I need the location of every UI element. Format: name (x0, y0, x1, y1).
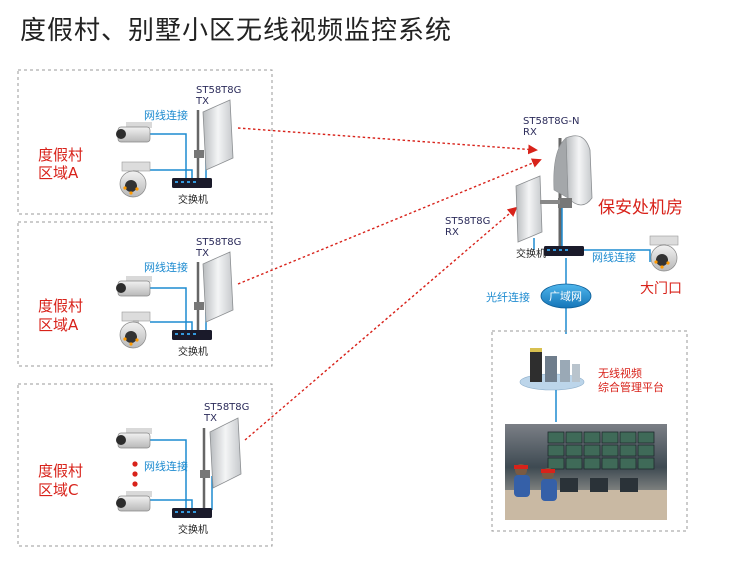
gate-label: 大门口 (640, 281, 682, 297)
center-link-label: 网线连接 (592, 250, 636, 264)
zone-2: 度假村 区域A ST58T8G TX 网线连接 (17, 221, 273, 367)
zone-2-link-label: 网线连接 (144, 260, 188, 274)
zone-2-switch-label: 交换机 (178, 345, 208, 358)
zone-3-device-model: ST58T8G (204, 402, 249, 413)
zone-1-switch-label: 交换机 (178, 193, 208, 206)
zone-2-antenna-icon (194, 251, 234, 332)
fiber-label: 光纤连接 (486, 290, 530, 304)
zone-2-bullet-camera-icon (116, 276, 152, 297)
central-station: ST58T8G-N RX ST58T8G RX 保安处机房 (445, 116, 683, 334)
wireless-link-2 (237, 158, 542, 285)
rx-mode: RX (445, 227, 459, 238)
platform-label-line1: 无线视频 (598, 366, 642, 380)
rx-n-mode: RX (523, 127, 537, 138)
zone-2-switch-icon (172, 330, 212, 340)
center-cabling (533, 208, 651, 334)
zone-1-device-model: ST58T8G (196, 85, 241, 96)
zone-3-switch-icon (172, 508, 212, 518)
zone-1-link-label: 网线连接 (144, 108, 188, 122)
zone-3-label-line1: 度假村 (38, 462, 83, 480)
zone-2-device-mode: TX (195, 248, 209, 259)
zone-2-label-line2: 区域A (38, 316, 79, 334)
wan-label: 广域网 (549, 290, 582, 303)
zone-1-label-line2: 区域A (38, 164, 79, 182)
platform-label-line2: 综合管理平台 (598, 380, 664, 394)
zone-1-switch-icon (172, 178, 212, 188)
wan-cloud-icon: 广域网 (540, 283, 592, 309)
rx-panel-antenna-icon (515, 175, 560, 243)
control-room-illustration (505, 424, 667, 520)
platform-servers-icon (519, 348, 585, 391)
gate-dome-camera-icon (649, 235, 679, 272)
center-switch-label: 交换机 (516, 247, 546, 260)
zone-1-antenna-icon (194, 99, 234, 180)
security-room-label: 保安处机房 (598, 198, 683, 218)
zone-3: 度假村 区域C ST58T8G TX 网线连接 (17, 383, 273, 547)
zone-1-dome-camera-icon (119, 161, 151, 198)
center-switch-icon (544, 246, 584, 256)
management-frame (491, 330, 688, 532)
rx-model: ST58T8G (445, 216, 490, 227)
zone-1-device-mode: TX (195, 96, 209, 107)
zone-3-label-line2: 区域C (38, 481, 78, 499)
zone-1-label-line1: 度假村 (38, 146, 83, 164)
zone-3-frame (17, 383, 273, 547)
wireless-link-1 (237, 127, 538, 155)
rx-n-model: ST58T8G-N (523, 116, 580, 127)
zone-2-dome-camera-icon (119, 311, 151, 349)
zone-2-label-line1: 度假村 (38, 297, 83, 315)
zone-1-bullet-camera-icon (116, 122, 152, 143)
zone-3-bullet-camera-2-icon (116, 491, 152, 512)
zone-3-switch-label: 交换机 (178, 523, 208, 536)
zone-3-link-label: 网线连接 (144, 459, 188, 473)
zone-3-more-cameras-dots-icon (132, 461, 138, 487)
wireless-links (237, 127, 542, 441)
zone-1: 度假村 区域A ST58T8G TX 网线连接 (17, 69, 273, 215)
zone-2-frame (17, 221, 273, 367)
page-title: 度假村、别墅小区无线视频监控系统 (20, 16, 453, 46)
zone-2-device-model: ST58T8G (196, 237, 241, 248)
rx-n-sector-antenna-icon (553, 135, 593, 208)
zone-3-antenna-icon (200, 417, 242, 510)
wireless-link-3 (244, 206, 518, 441)
operator-figures (514, 464, 557, 501)
zone-3-device-mode: TX (203, 413, 217, 424)
zone-3-bullet-camera-icon (116, 428, 152, 449)
management-zone: 无线视频 综合管理平台 (491, 330, 688, 532)
zone-1-frame (17, 69, 273, 215)
